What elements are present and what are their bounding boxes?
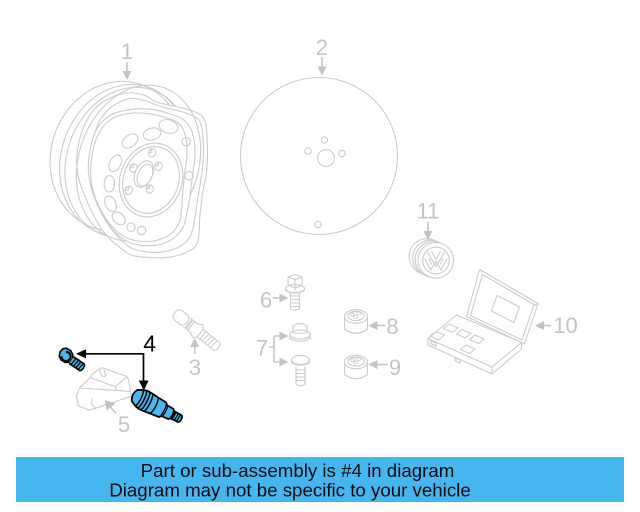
svg-text:9: 9 (389, 355, 401, 380)
svg-text:Diagram may not be specific to: Diagram may not be specific to your vehi… (109, 479, 470, 500)
svg-text:2: 2 (316, 35, 328, 60)
svg-text:10: 10 (553, 313, 577, 338)
svg-text:6: 6 (260, 288, 272, 313)
svg-text:7: 7 (256, 336, 268, 361)
svg-text:1: 1 (121, 39, 133, 64)
svg-text:5: 5 (118, 412, 130, 437)
svg-text:3: 3 (189, 355, 201, 380)
svg-text:11: 11 (417, 199, 440, 224)
svg-text:Part or sub-assembly is #4 in: Part or sub-assembly is #4 in diagram (141, 460, 455, 481)
svg-text:4: 4 (143, 331, 156, 357)
svg-text:8: 8 (386, 314, 398, 339)
